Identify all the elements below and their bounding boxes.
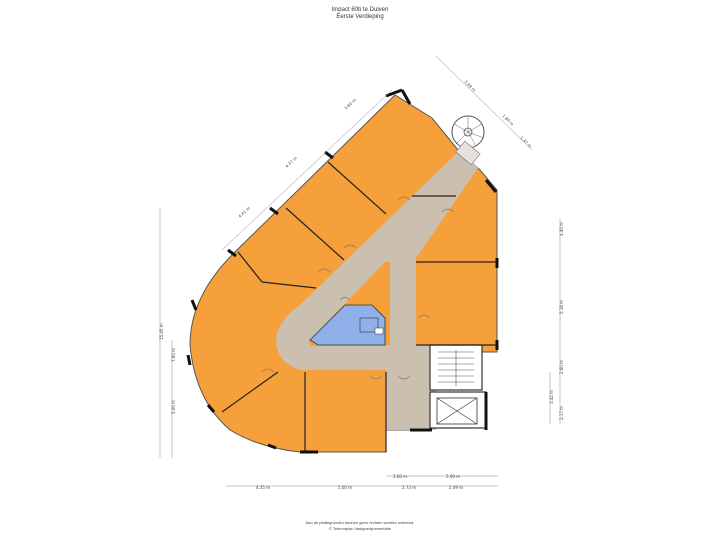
- room-walls: [221, 161, 497, 452]
- dimension-lines: [159, 55, 561, 487]
- dim-bottom-3: 2.73 m: [402, 485, 416, 490]
- dim-bottom-2: 5.00 m: [338, 485, 352, 490]
- dim-right-diag-1: 3.09 m: [463, 79, 477, 93]
- exterior-wall-segments: [186, 88, 499, 454]
- elevator-shaft: [436, 397, 478, 425]
- dim-left-total: 15.45 m: [159, 323, 164, 340]
- dim-top-2: 4.37 m: [284, 155, 298, 168]
- disclaimer: Aan de plattegronden kunnen geen rechten…: [305, 520, 415, 525]
- dim-right-v-2: 5.18 m: [559, 300, 564, 314]
- bathroom-stall: [359, 317, 379, 333]
- dim-bottom-inner-1: 1.60 m: [393, 474, 407, 479]
- dim-right-v-4: 2.17 m: [559, 406, 564, 420]
- dim-right-v-1: 4.40 m: [559, 222, 564, 236]
- dim-top-3: 4.41 m: [237, 205, 251, 218]
- dim-left-2: 5.00 m: [171, 400, 176, 414]
- dim-bottom-1: 4.35 m: [256, 485, 270, 490]
- dim-right-v-3: 2.60 m: [559, 360, 564, 374]
- copyright: © Teleomplan Vastgoedpresentatie: [329, 526, 391, 531]
- dim-right-v-outer: 3.42 m: [549, 390, 554, 404]
- door-swings: [261, 196, 455, 380]
- dim-top-1: 3.60 m: [343, 97, 357, 110]
- dim-bottom-4: 2.49 m: [449, 485, 463, 490]
- page-title: Impact 60b te Duiven: [331, 7, 389, 13]
- dim-bottom-inner-2: 5.00 m: [446, 474, 460, 479]
- page-subtitle: Eerste Verdieping: [336, 14, 384, 20]
- bathroom-fixture: [374, 327, 384, 335]
- corridor: [276, 150, 478, 370]
- bathroom: [309, 304, 386, 346]
- dim-left-1: 7.60 m: [171, 348, 176, 362]
- stair-steps: [438, 350, 474, 386]
- spiral-stair: [451, 115, 485, 166]
- dim-right-diag-2: 1.80 m: [501, 113, 515, 127]
- dim-right-diag-3: 1.47 m: [519, 135, 533, 149]
